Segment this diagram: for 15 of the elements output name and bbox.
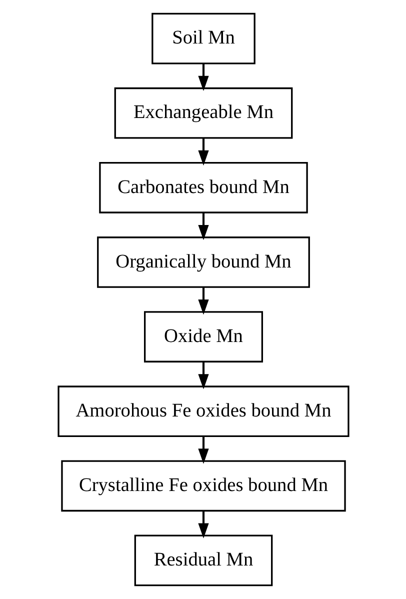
arrow: [198, 287, 208, 315]
node-box: Residual Mn: [134, 534, 272, 586]
node-box: Crystalline Fe oxides bound Mn: [60, 460, 346, 512]
node-box: Oxide Mn: [144, 311, 262, 362]
arrow: [198, 436, 208, 464]
node-box: Soil Mn: [151, 12, 255, 64]
node-box: Organically bound Mn: [96, 236, 310, 288]
arrow: [198, 212, 208, 240]
arrow: [198, 138, 208, 166]
arrow: [198, 63, 208, 92]
node-box: Carbonates bound Mn: [98, 162, 308, 214]
arrow: [198, 362, 208, 390]
node-box: Exchangeable Mn: [114, 87, 292, 139]
arrow: [198, 510, 208, 538]
node-box: Amorohous Fe oxides bound Mn: [57, 386, 349, 438]
